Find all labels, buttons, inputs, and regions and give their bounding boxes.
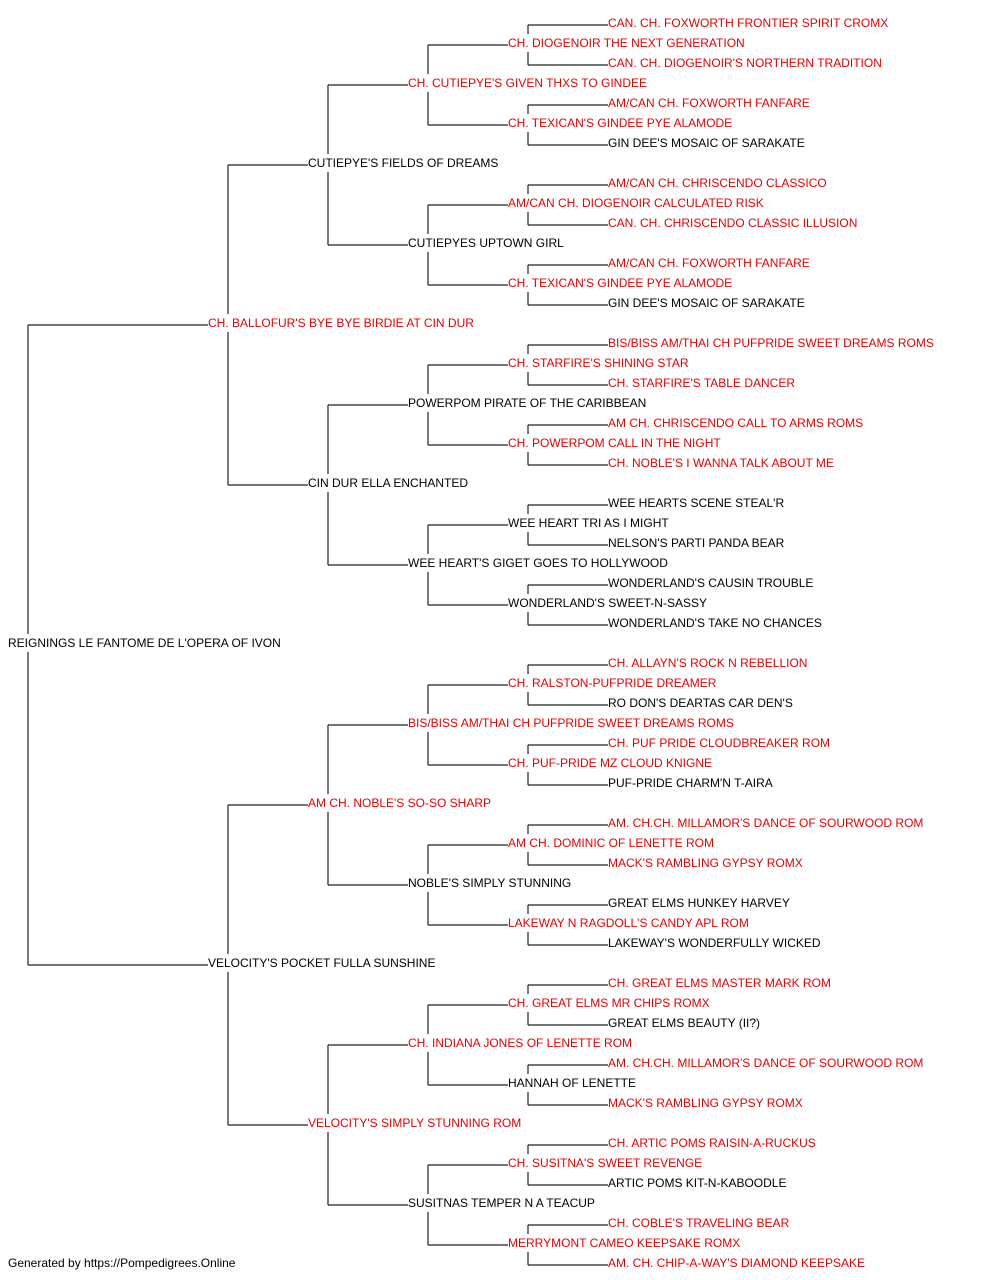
dam-name-gen5[interactable]: CAN. CH. CHRISCENDO CLASSIC ILLUSION <box>608 216 857 230</box>
dam-name-gen5[interactable]: ARTIC POMS KIT-N-KABOODLE <box>608 1176 786 1190</box>
sire-name-gen4[interactable]: AM CH. DOMINIC OF LENETTE ROM <box>508 836 714 850</box>
sire-name-gen5[interactable]: AM CH. CHRISCENDO CALL TO ARMS ROMS <box>608 416 863 430</box>
sire-name-gen3[interactable]: CH. INDIANA JONES OF LENETTE ROM <box>408 1036 632 1050</box>
sire-name-gen5[interactable]: AM. CH.CH. MILLAMOR'S DANCE OF SOURWOOD … <box>608 816 923 830</box>
dam-name-gen5[interactable]: RO DON'S DEARTAS CAR DEN'S <box>608 696 793 710</box>
sire-name-gen4[interactable]: WEE HEART TRI AS I MIGHT <box>508 516 669 530</box>
sire-name-gen5[interactable]: AM/CAN CH. FOXWORTH FANFARE <box>608 96 810 110</box>
sire-name-gen5[interactable]: AM/CAN CH. FOXWORTH FANFARE <box>608 256 810 270</box>
dam-name-gen5[interactable]: NELSON'S PARTI PANDA BEAR <box>608 536 785 550</box>
dam-name-gen4[interactable]: CH. POWERPOM CALL IN THE NIGHT <box>508 436 721 450</box>
dam-name-gen5[interactable]: CAN. CH. DIOGENOIR'S NORTHERN TRADITION <box>608 56 882 70</box>
dam-name-gen5[interactable]: PUF-PRIDE CHARM'N T-AIRA <box>608 776 773 790</box>
dam-name-gen3[interactable]: WEE HEART'S GIGET GOES TO HOLLYWOOD <box>408 556 668 570</box>
sire-name-gen5[interactable]: AM. CH.CH. MILLAMOR'S DANCE OF SOURWOOD … <box>608 1056 923 1070</box>
sire-name-gen5[interactable]: WEE HEARTS SCENE STEAL'R <box>608 496 784 510</box>
sire-name-gen4[interactable]: CH. SUSITNA'S SWEET REVENGE <box>508 1156 702 1170</box>
dam-name-gen4[interactable]: MERRYMONT CAMEO KEEPSAKE ROMX <box>508 1236 740 1250</box>
subject-name-gen0[interactable]: REIGNINGS LE FANTOME DE L'OPERA OF IVON <box>8 636 281 650</box>
dam-name-gen1[interactable]: VELOCITY'S POCKET FULLA SUNSHINE <box>208 956 435 970</box>
sire-name-gen2[interactable]: AM CH. NOBLE'S SO-SO SHARP <box>308 796 491 810</box>
dam-name-gen5[interactable]: AM. CH. CHIP-A-WAY'S DIAMOND KEEPSAKE <box>608 1256 865 1270</box>
dam-name-gen4[interactable]: CH. TEXICAN'S GINDEE PYE ALAMODE <box>508 276 732 290</box>
sire-name-gen2[interactable]: CUTIEPYE'S FIELDS OF DREAMS <box>308 156 498 170</box>
dam-name-gen5[interactable]: GIN DEE'S MOSAIC OF SARAKATE <box>608 136 805 150</box>
dam-name-gen5[interactable]: LAKEWAY'S WONDERFULLY WICKED <box>608 936 821 950</box>
dam-name-gen2[interactable]: VELOCITY'S SIMPLY STUNNING ROM <box>308 1116 521 1130</box>
dam-name-gen5[interactable]: GIN DEE'S MOSAIC OF SARAKATE <box>608 296 805 310</box>
dam-name-gen3[interactable]: CUTIEPYES UPTOWN GIRL <box>408 236 564 250</box>
dam-name-gen4[interactable]: WONDERLAND'S SWEET-N-SASSY <box>508 596 707 610</box>
sire-name-gen3[interactable]: CH. CUTIEPYE'S GIVEN THXS TO GINDEE <box>408 76 647 90</box>
sire-name-gen5[interactable]: CH. COBLE'S TRAVELING BEAR <box>608 1216 790 1230</box>
sire-name-gen5[interactable]: GREAT ELMS HUNKEY HARVEY <box>608 896 790 910</box>
sire-name-gen5[interactable]: WONDERLAND'S CAUSIN TROUBLE <box>608 576 813 590</box>
sire-name-gen3[interactable]: POWERPOM PIRATE OF THE CARIBBEAN <box>408 396 646 410</box>
dam-name-gen3[interactable]: SUSITNAS TEMPER N A TEACUP <box>408 1196 595 1210</box>
dam-name-gen4[interactable]: CH. TEXICAN'S GINDEE PYE ALAMODE <box>508 116 732 130</box>
sire-name-gen3[interactable]: BIS/BISS AM/THAI CH PUFPRIDE SWEET DREAM… <box>408 716 734 730</box>
dam-name-gen4[interactable]: LAKEWAY N RAGDOLL'S CANDY APL ROM <box>508 916 749 930</box>
sire-name-gen5[interactable]: BIS/BISS AM/THAI CH PUFPRIDE SWEET DREAM… <box>608 336 934 350</box>
sire-name-gen5[interactable]: CH. ARTIC POMS RAISIN-A-RUCKUS <box>608 1136 816 1150</box>
sire-name-gen4[interactable]: CH. STARFIRE'S SHINING STAR <box>508 356 689 370</box>
dam-name-gen3[interactable]: NOBLE'S SIMPLY STUNNING <box>408 876 571 890</box>
sire-name-gen5[interactable]: CH. GREAT ELMS MASTER MARK ROM <box>608 976 831 990</box>
dam-name-gen5[interactable]: MACK'S RAMBLING GYPSY ROMX <box>608 856 803 870</box>
sire-name-gen5[interactable]: CH. ALLAYN'S ROCK N REBELLION <box>608 656 807 670</box>
dam-name-gen5[interactable]: CH. STARFIRE'S TABLE DANCER <box>608 376 795 390</box>
sire-name-gen4[interactable]: CH. GREAT ELMS MR CHIPS ROMX <box>508 996 710 1010</box>
sire-name-gen1[interactable]: CH. BALLOFUR'S BYE BYE BIRDIE AT CIN DUR <box>208 316 474 330</box>
sire-name-gen4[interactable]: AM/CAN CH. DIOGENOIR CALCULATED RISK <box>508 196 764 210</box>
dam-name-gen5[interactable]: GREAT ELMS BEAUTY (II?) <box>608 1016 760 1030</box>
dam-name-gen5[interactable]: MACK'S RAMBLING GYPSY ROMX <box>608 1096 803 1110</box>
sire-name-gen4[interactable]: CH. RALSTON-PUFPRIDE DREAMER <box>508 676 717 690</box>
sire-name-gen5[interactable]: AM/CAN CH. CHRISCENDO CLASSICO <box>608 176 827 190</box>
generated-by-footer: Generated by https://Pompedigrees.Online <box>8 1256 236 1270</box>
sire-name-gen4[interactable]: CH. DIOGENOIR THE NEXT GENERATION <box>508 36 745 50</box>
sire-name-gen5[interactable]: CAN. CH. FOXWORTH FRONTIER SPIRIT CROMX <box>608 16 888 30</box>
dam-name-gen4[interactable]: HANNAH OF LENETTE <box>508 1076 636 1090</box>
dam-name-gen2[interactable]: CIN DUR ELLA ENCHANTED <box>308 476 468 490</box>
dam-name-gen5[interactable]: CH. NOBLE'S I WANNA TALK ABOUT ME <box>608 456 834 470</box>
dam-name-gen5[interactable]: WONDERLAND'S TAKE NO CHANCES <box>608 616 822 630</box>
dam-name-gen4[interactable]: CH. PUF-PRIDE MZ CLOUD KNIGNE <box>508 756 712 770</box>
sire-name-gen5[interactable]: CH. PUF PRIDE CLOUDBREAKER ROM <box>608 736 830 750</box>
